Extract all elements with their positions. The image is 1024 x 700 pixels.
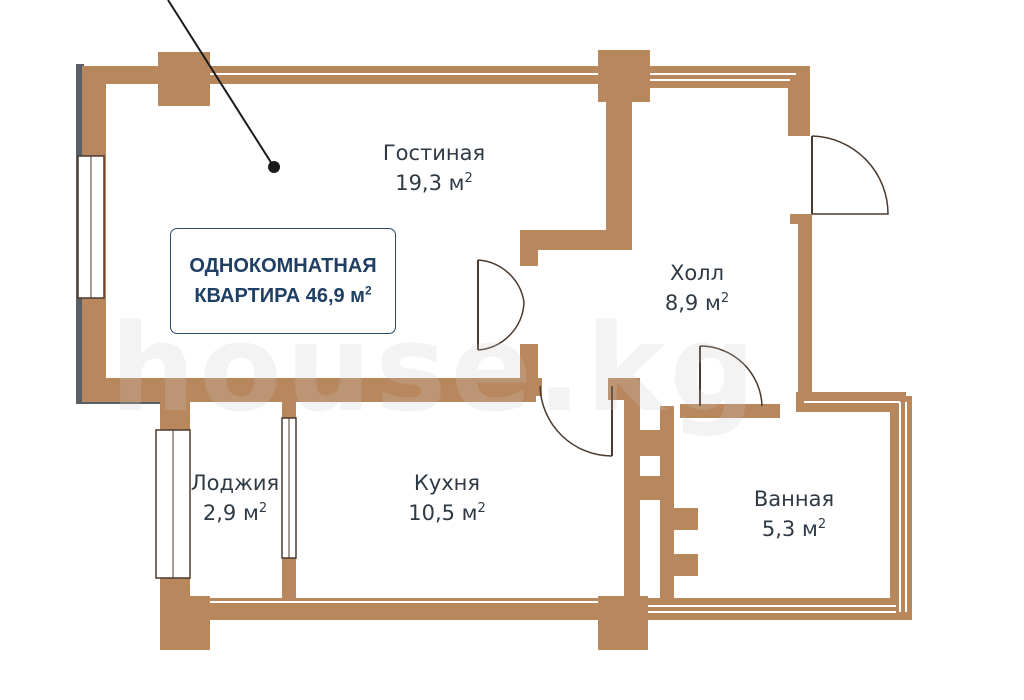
room-label-bathroom: Ванная 5,3 м2 [754, 484, 834, 544]
room-label-hall: Холл 8,9 м2 [665, 258, 729, 318]
wall-segment [788, 66, 810, 136]
windows [77, 155, 297, 579]
room-area: 5,3 м2 [761, 517, 827, 541]
wall-segment [524, 230, 632, 250]
wall-segment [598, 596, 648, 650]
wall-segment [606, 66, 796, 88]
wall-segment [672, 508, 698, 530]
pointer-dot [268, 161, 280, 173]
room-label-kitchen: Кухня 10,5 м2 [408, 468, 486, 528]
wall-segment [660, 406, 674, 620]
door-swing-arc [477, 259, 525, 303]
wall-segment [624, 378, 640, 618]
room-label-living: Гостиная 19,3 м2 [383, 138, 485, 198]
apartment-title-line2: КВАРТИРА 46,9 м2 [171, 281, 395, 311]
wall-segment [158, 52, 210, 106]
wall-segment [282, 378, 542, 396]
room-label-loggia: Лоджия 2,9 м2 [191, 468, 279, 528]
room-name: Лоджия [190, 471, 280, 495]
room-area: 19,3 м2 [395, 171, 473, 195]
wall-segment [798, 224, 812, 404]
walls [76, 50, 912, 650]
door-swing-arc [539, 385, 613, 457]
wall-segment [598, 50, 650, 102]
wall-segment [640, 430, 662, 456]
door-swing-arc [699, 345, 763, 407]
room-name: Гостиная [382, 141, 486, 165]
apartment-area-text: КВАРТИРА 46,9 м [194, 285, 365, 307]
door-swing-arc [811, 135, 889, 215]
room-area: 2,9 м2 [202, 501, 268, 525]
area-unit-superscript: 2 [364, 283, 372, 298]
wall-segment [520, 344, 538, 382]
wall-segment [672, 554, 698, 576]
room-name: Ванная [753, 487, 835, 511]
door-swing-arc [477, 301, 525, 351]
doors [477, 135, 889, 457]
room-name: Кухня [413, 471, 481, 495]
wall-segment [640, 476, 662, 500]
room-area: 8,9 м2 [664, 291, 730, 315]
wall-segment [160, 596, 210, 650]
pointer-line [167, 0, 273, 165]
pointer-line [167, 0, 280, 173]
wall-segment [282, 598, 912, 620]
wall-segment [680, 404, 780, 418]
wall-segment [790, 214, 812, 224]
apartment-title-line1: ОДНОКОМНАТНАЯ [189, 255, 377, 277]
wall-segment [520, 230, 538, 266]
apartment-title-box: ОДНОКОМНАТНАЯ КВАРТИРА 46,9 м2 [170, 228, 396, 334]
room-name: Холл [669, 261, 725, 285]
room-area: 10,5 м2 [408, 501, 486, 525]
